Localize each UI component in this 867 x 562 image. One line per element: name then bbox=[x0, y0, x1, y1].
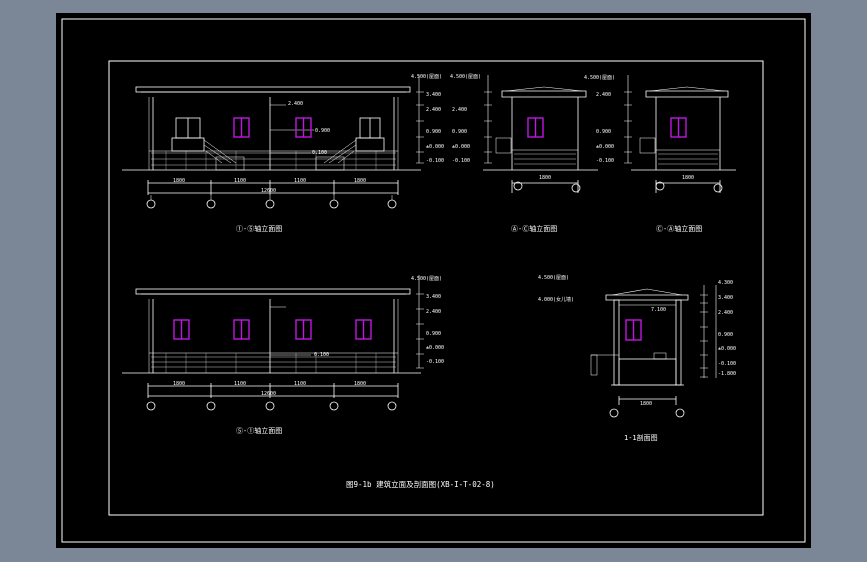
inner-border bbox=[108, 60, 764, 516]
dim-label: 1800 bbox=[173, 178, 185, 184]
level-label: 2.400 bbox=[718, 310, 733, 316]
level-label: 4.500(屋面) bbox=[584, 75, 615, 81]
dim-label: 12600 bbox=[261, 391, 276, 397]
level-label: ±0.000 bbox=[718, 346, 736, 352]
dim-label: 1100 bbox=[294, 178, 306, 184]
dim-label: 1800 bbox=[354, 178, 366, 184]
level-label: ±0.000 bbox=[452, 144, 470, 150]
side-a-level-marks bbox=[624, 75, 632, 164]
side-elevation-a bbox=[483, 86, 598, 193]
level-label: 0.900 bbox=[718, 332, 733, 338]
section-caption: 1-1剖面图 bbox=[624, 433, 658, 442]
level-label: -0.100 bbox=[426, 158, 444, 164]
level-label: ±0.000 bbox=[426, 345, 444, 351]
level-label: 4.300 bbox=[718, 280, 733, 286]
level-label: 2.400 bbox=[596, 92, 611, 98]
side-a-caption: Ⓐ-Ⓒ轴立面图 bbox=[511, 224, 557, 233]
level-label: 0.900 bbox=[426, 129, 441, 135]
side-a-window bbox=[527, 117, 544, 138]
drawing-sheet: 1800 1100 1100 1800 12600 2.400 0.900 0.… bbox=[56, 13, 811, 548]
rear-windows bbox=[173, 319, 372, 340]
front-windows bbox=[233, 117, 312, 138]
dim-label: 1800 bbox=[640, 401, 652, 407]
rear-elevation bbox=[122, 288, 421, 411]
note-label: 0.100 bbox=[314, 352, 329, 358]
level-label: 2.400 bbox=[452, 107, 467, 113]
level-label: -0.100 bbox=[426, 359, 444, 365]
level-label: ±0.000 bbox=[426, 144, 444, 150]
level-label: 2.400 bbox=[426, 107, 441, 113]
level-label: 0.900 bbox=[452, 129, 467, 135]
dim-label: 1100 bbox=[234, 381, 246, 387]
outer-border bbox=[61, 18, 806, 543]
front-elevation bbox=[122, 86, 421, 209]
dim-label: 1800 bbox=[682, 175, 694, 181]
dim-label: 1800 bbox=[173, 381, 185, 387]
section-window bbox=[625, 319, 642, 341]
dim-label: 12600 bbox=[261, 188, 276, 194]
dim-label: 1100 bbox=[234, 178, 246, 184]
dim-label: 1800 bbox=[354, 381, 366, 387]
level-label: -0.100 bbox=[452, 158, 470, 164]
note-label: 0.100 bbox=[312, 150, 327, 156]
level-label: -0.100 bbox=[718, 361, 736, 367]
level-label: 3.400 bbox=[718, 295, 733, 301]
side-b-caption: Ⓒ-Ⓐ轴立面图 bbox=[656, 224, 702, 233]
level-label: ±0.000 bbox=[596, 144, 614, 150]
level-label: 2.400 bbox=[426, 309, 441, 315]
level-label: -0.100 bbox=[596, 158, 614, 164]
level-label: 0.900 bbox=[596, 129, 611, 135]
level-label: 4.500(屋面) bbox=[538, 275, 569, 281]
side-elevation-b bbox=[631, 86, 736, 193]
level-label: 4.500(屋面) bbox=[411, 74, 442, 80]
level-label: 4.000(女儿墙) bbox=[538, 296, 574, 303]
dim-label: 1800 bbox=[539, 175, 551, 181]
dim-label: 1100 bbox=[294, 381, 306, 387]
note-label: 0.900 bbox=[315, 128, 330, 134]
section-1-1 bbox=[590, 285, 717, 418]
rear-elevation-caption: ⑤-①轴立面图 bbox=[236, 426, 282, 435]
note-label: 2.400 bbox=[288, 101, 303, 107]
drawing-title: 图9-1b 建筑立面及剖面图(XB-I-T-02-8) bbox=[346, 479, 495, 489]
front-elevation-caption: ①-⑤轴立面图 bbox=[236, 224, 282, 233]
rear-level-marks bbox=[416, 275, 424, 369]
level-label: 4.500(屋面) bbox=[411, 276, 442, 282]
level-label: 3.400 bbox=[426, 92, 441, 98]
front-level-marks bbox=[416, 75, 492, 164]
level-label: 4.500(屋面) bbox=[450, 74, 481, 80]
side-b-window bbox=[670, 117, 687, 138]
level-label: 3.400 bbox=[426, 294, 441, 300]
note-label: 7.100 bbox=[651, 307, 666, 313]
level-label: 0.900 bbox=[426, 331, 441, 337]
cad-drawing: 1800 1100 1100 1800 12600 2.400 0.900 0.… bbox=[61, 18, 806, 543]
level-label: -1.800 bbox=[718, 371, 736, 377]
